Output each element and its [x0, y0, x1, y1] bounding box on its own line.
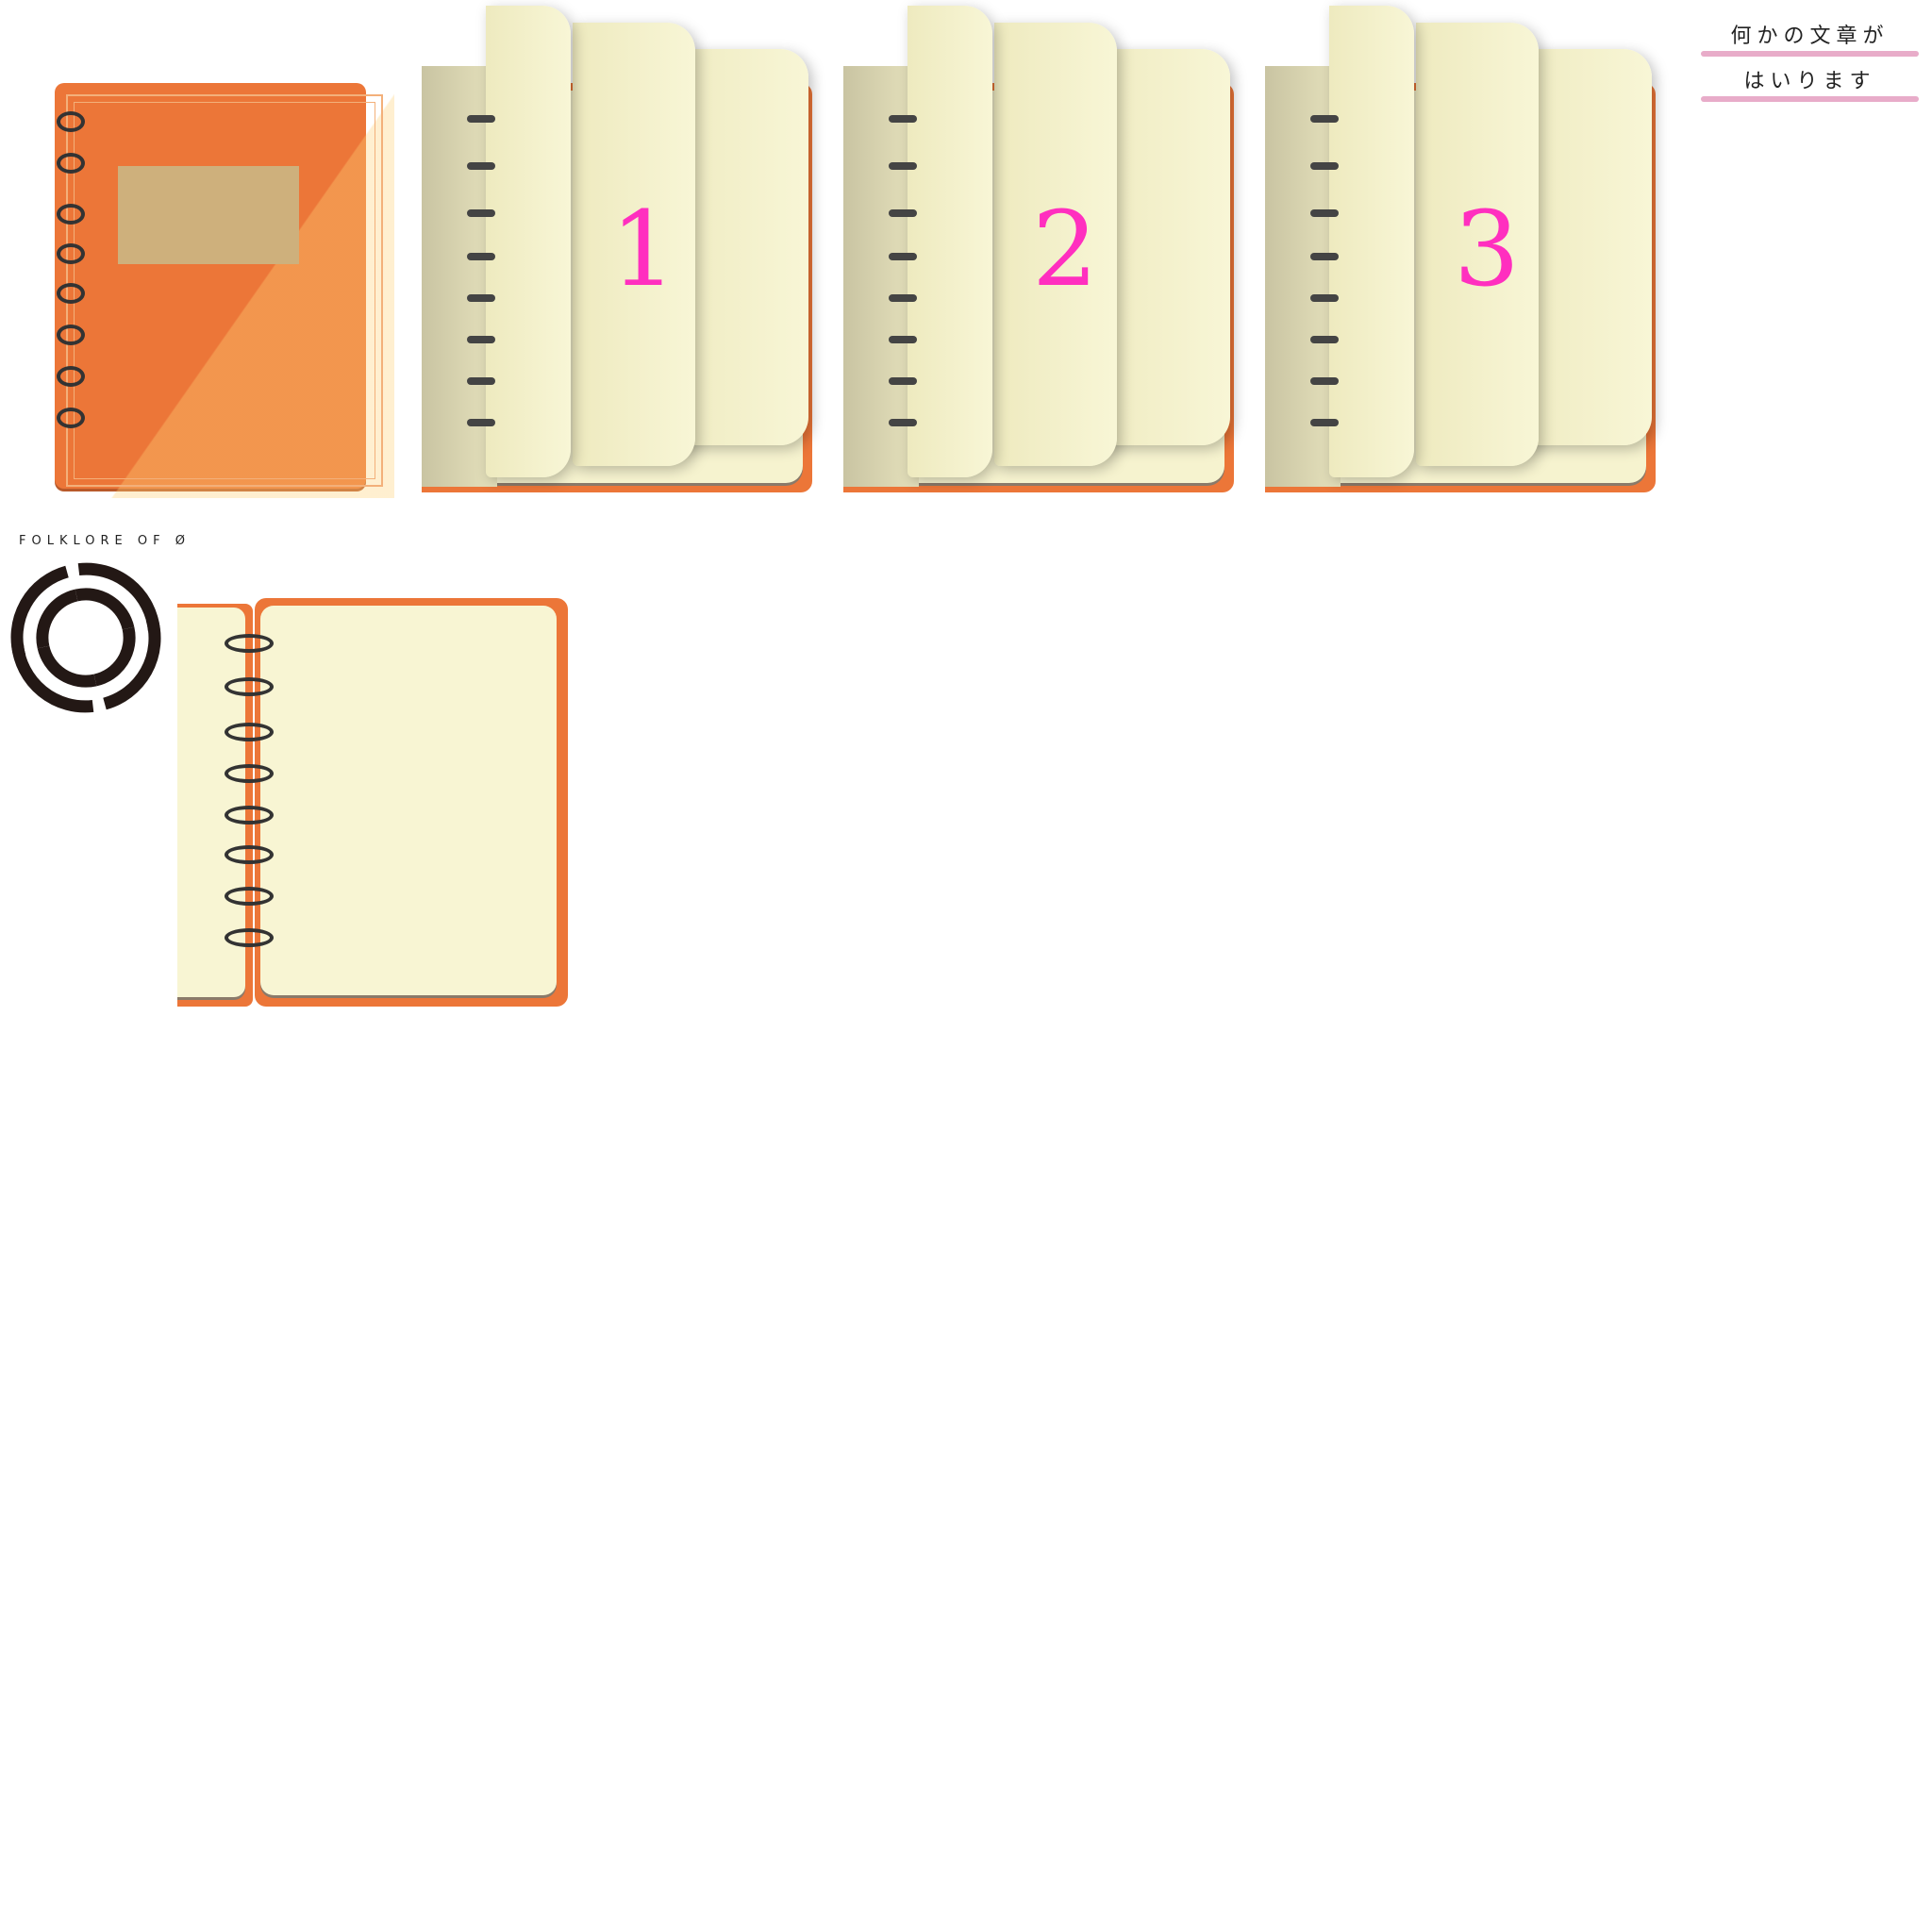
spiral-ring	[57, 325, 85, 345]
message-line-2: はいります	[1743, 70, 1876, 93]
cover-label	[118, 166, 299, 264]
underline	[1701, 51, 1919, 57]
spiral-ring	[57, 243, 85, 264]
notebook-cover	[55, 83, 394, 498]
flipping-notebook-1: 1	[422, 0, 812, 492]
page-number: 3	[1454, 189, 1520, 309]
message-box: 何かの文章が はいります	[1701, 19, 1919, 104]
right-page	[260, 606, 557, 995]
spiral-ring	[57, 408, 85, 428]
brand-text: FOLKLORE OF Ø	[19, 534, 191, 548]
closed-notebook	[55, 83, 394, 498]
spiral-ring	[57, 153, 85, 174]
spiral-ring	[57, 111, 85, 132]
page-number: 2	[1032, 189, 1098, 309]
message-line-1: 何かの文章が	[1730, 25, 1890, 48]
swirl-icon	[10, 562, 161, 713]
flipping-notebook-2: 2	[843, 0, 1234, 492]
spiral-ring	[57, 366, 85, 387]
underline	[1701, 96, 1919, 102]
spiral-ring	[57, 283, 85, 304]
page-number: 1	[610, 189, 676, 309]
flipping-notebook-3: 3	[1265, 0, 1656, 492]
open-notebook	[177, 598, 568, 1007]
spiral-ring	[57, 204, 85, 225]
